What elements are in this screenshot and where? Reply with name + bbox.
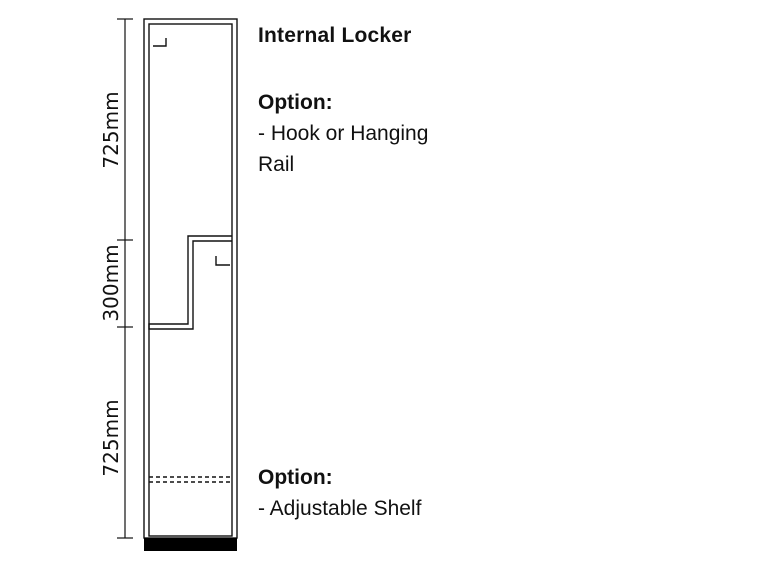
option-text-line: Rail: [258, 153, 295, 176]
option-shelf-block: Option: - Adjustable Shelf: [258, 462, 518, 524]
option-text-line: - Adjustable Shelf: [258, 497, 422, 520]
option-heading: Option:: [258, 466, 333, 489]
cabinet-outer-frame: [143, 18, 238, 539]
option-heading: Option:: [258, 91, 333, 114]
cabinet-plinth: [144, 538, 237, 551]
dimension-line: [117, 18, 133, 539]
dimension-label-middle: 300mm: [99, 244, 123, 321]
locker-cabinet: [143, 18, 238, 539]
option-text-line: - Hook or Hanging: [258, 122, 429, 145]
dimension-label-bottom: 725mm: [99, 399, 123, 476]
option-hook-block: Option: - Hook or Hanging Rail: [258, 87, 458, 180]
stepped-divider: [148, 235, 232, 330]
dimension-label-top: 725mm: [99, 91, 123, 168]
cabinet-inner-frame: [148, 23, 233, 537]
hook-middle-icon: [215, 256, 230, 266]
page-title: Internal Locker: [258, 24, 412, 47]
hook-upper-icon: [153, 38, 167, 47]
